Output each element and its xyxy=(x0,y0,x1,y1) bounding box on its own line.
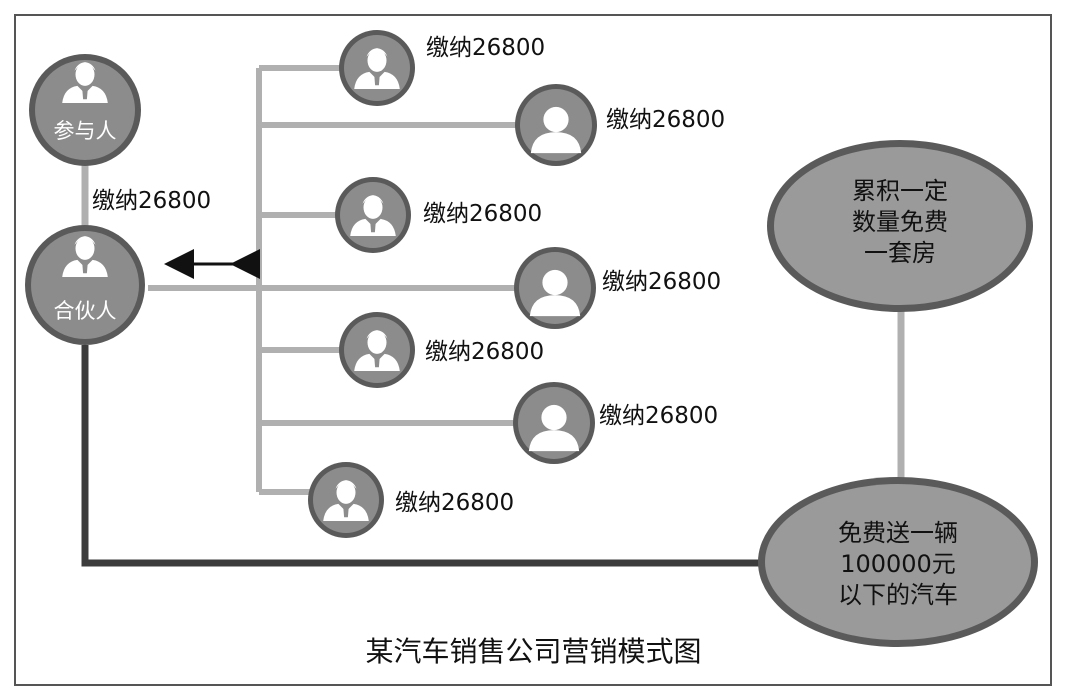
member-fee-label: 缴纳26800 xyxy=(426,35,546,61)
house-reward-line: 数量免费 xyxy=(852,208,948,237)
member-node xyxy=(513,382,595,464)
member-fee-label: 缴纳26800 xyxy=(606,107,726,133)
diagram-caption: 某汽车销售公司营销模式图 xyxy=(365,635,702,668)
partner-to-car-line xyxy=(81,345,770,567)
member-fee-label: 缴纳26800 xyxy=(602,269,722,295)
participant-fee-label: 缴纳26800 xyxy=(92,188,212,214)
member-fee-label: 缴纳26800 xyxy=(599,403,719,429)
member-fee-label: 缴纳26800 xyxy=(423,201,543,227)
car-reward-ellipse xyxy=(758,477,1038,647)
member-node xyxy=(308,462,384,538)
house-reward-line: 累积一定 xyxy=(852,177,948,205)
member-fee-label: 缴纳26800 xyxy=(425,339,545,365)
car-reward-line: 100000元 xyxy=(840,550,956,579)
partner-label: 合伙人 xyxy=(53,299,117,323)
member-node xyxy=(339,312,415,388)
house-reward-line: 一套房 xyxy=(864,239,936,268)
house-reward-ellipse xyxy=(767,140,1033,312)
car-reward-line: 免费送一辆 xyxy=(838,519,958,547)
participant-node xyxy=(29,54,141,166)
member-node xyxy=(514,247,596,329)
member-node xyxy=(515,84,597,166)
participant-label: 参与人 xyxy=(53,119,117,143)
car-reward-line: 以下的汽车 xyxy=(838,581,958,610)
member-fee-label: 缴纳26800 xyxy=(395,490,515,516)
car-reward-text: 免费送一辆 100000元 以下的汽车 xyxy=(800,518,996,612)
partner-node xyxy=(25,225,145,345)
member-node xyxy=(339,30,415,106)
member-node xyxy=(335,177,411,253)
house-reward-text: 累积一定 数量免费 一套房 xyxy=(810,176,990,270)
